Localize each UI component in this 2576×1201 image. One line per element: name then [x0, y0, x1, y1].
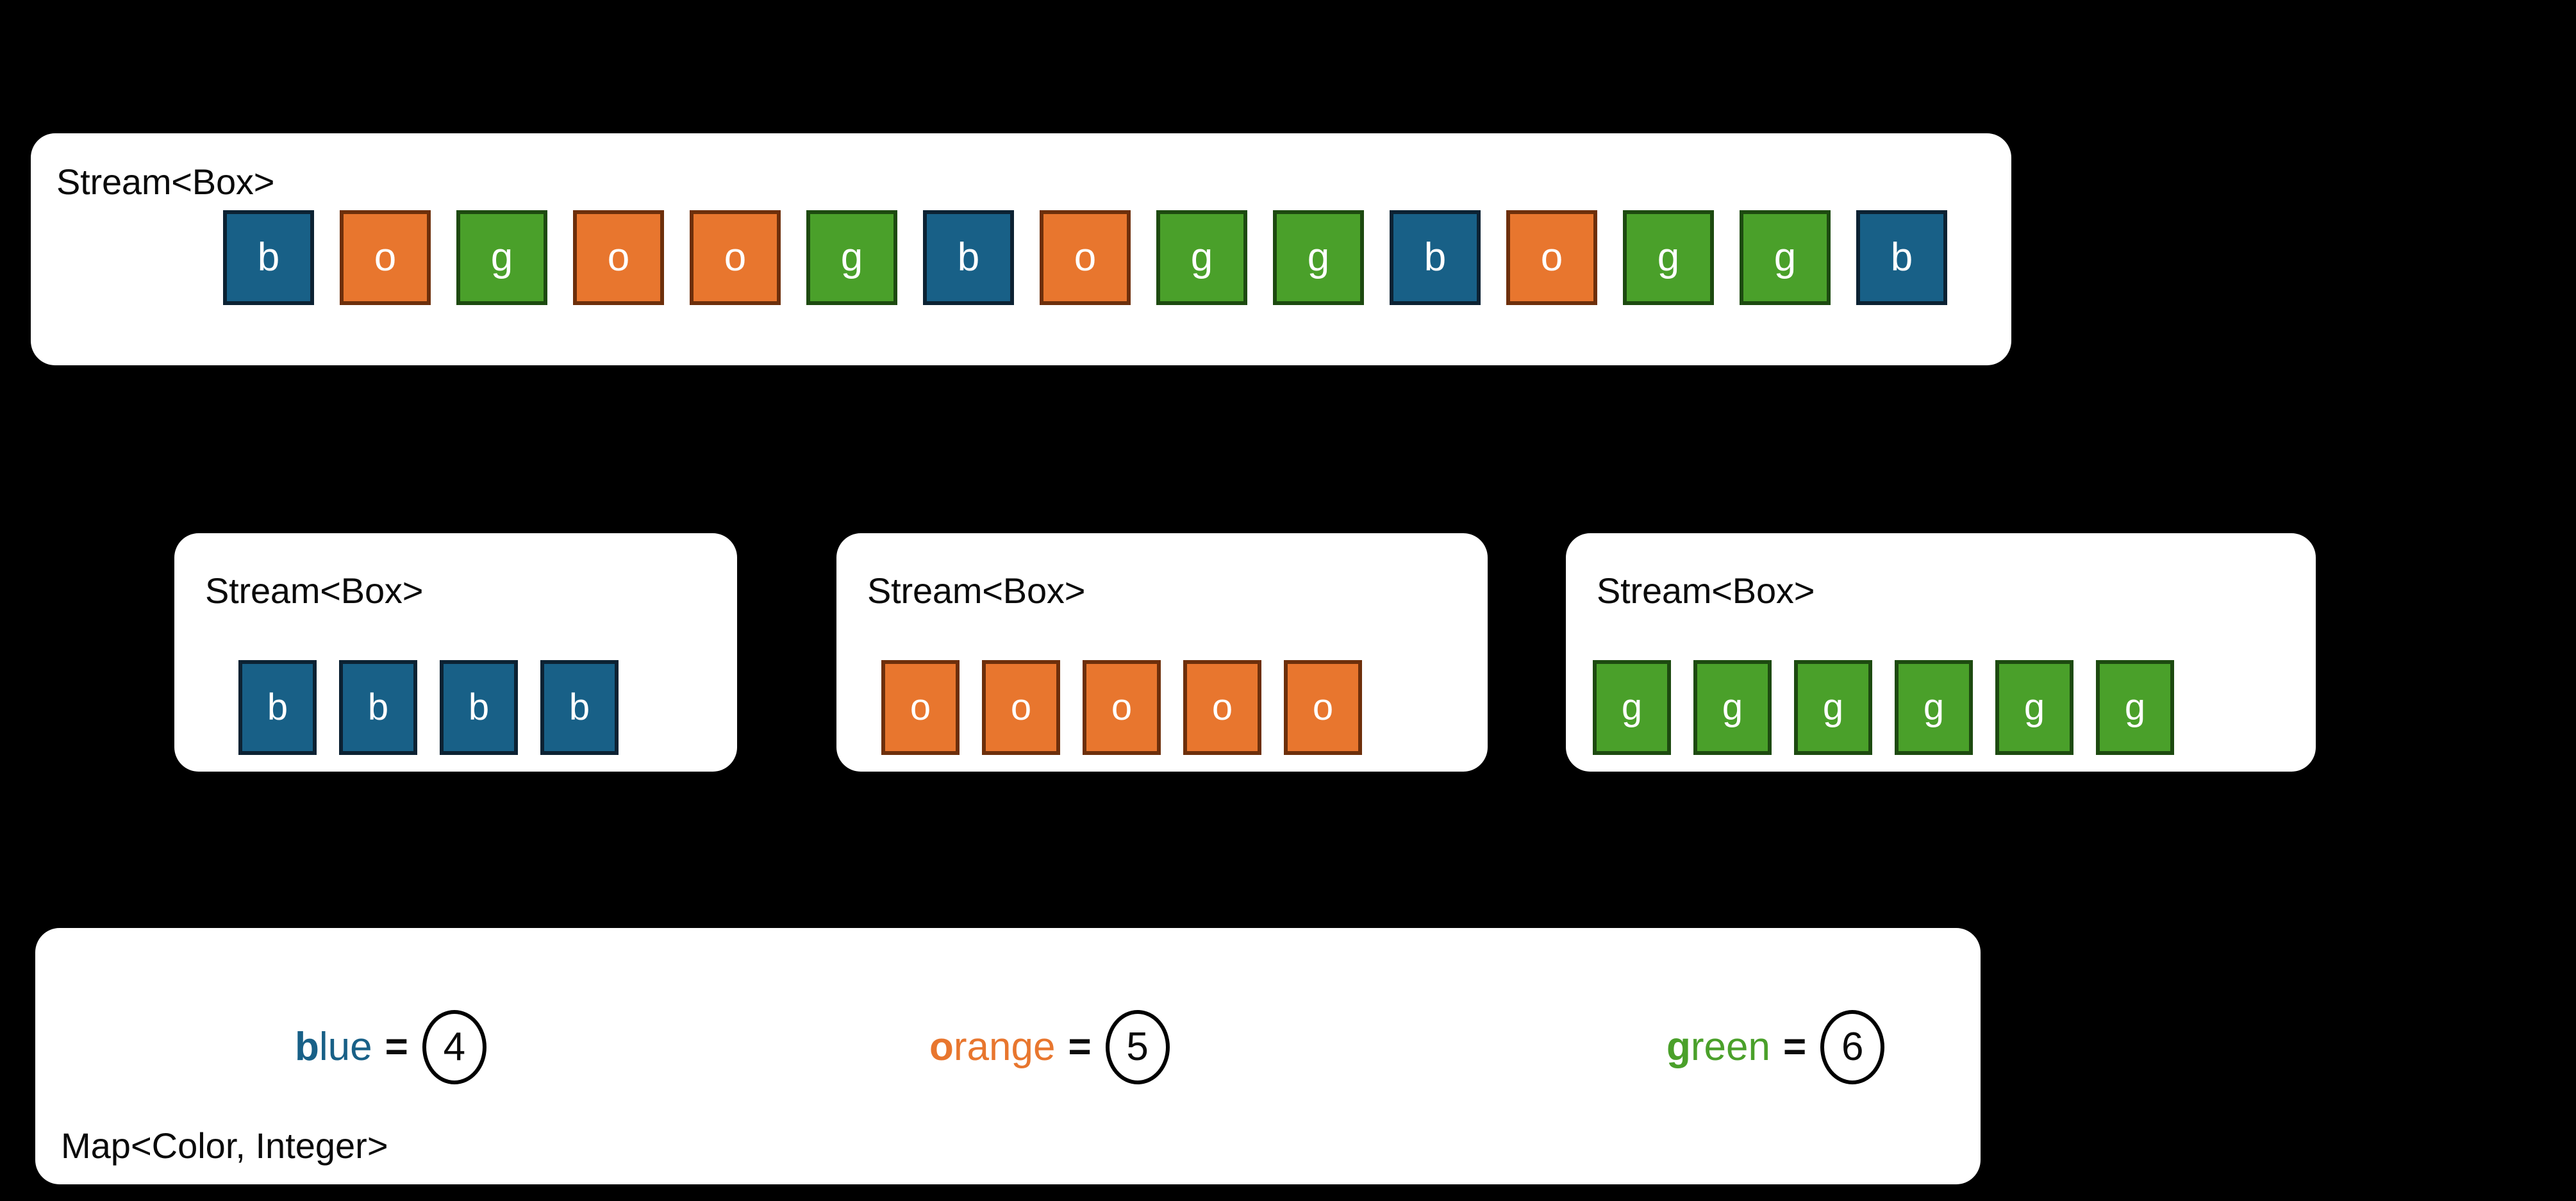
grouped-orange-box: o [982, 660, 1060, 755]
grouped-stream-title-orange: Stream<Box> [867, 570, 1086, 611]
source-stream-box: b [1390, 210, 1481, 305]
map-entry-value: 6 [1820, 1010, 1885, 1084]
source-stream-box: g [456, 210, 547, 305]
source-stream-box: g [806, 210, 897, 305]
grouped-blue-box: b [540, 660, 619, 755]
grouped-orange-box: o [881, 660, 960, 755]
map-entry-value: 4 [422, 1010, 486, 1084]
source-stream-box: o [340, 210, 431, 305]
grouped-green-box: g [1895, 660, 1973, 755]
source-stream-box: b [223, 210, 314, 305]
map-entry-blue: blue = 4 [295, 1010, 486, 1084]
grouped-orange-box: o [1083, 660, 1161, 755]
grouped-green-box: g [1593, 660, 1671, 755]
grouped-blue-box: b [339, 660, 417, 755]
grouped-green-box: g [1995, 660, 2073, 755]
grouped-stream-title-blue: Stream<Box> [205, 570, 424, 611]
source-stream-box: b [923, 210, 1014, 305]
source-stream-box: o [1040, 210, 1131, 305]
map-entry-list: blue = 4 orange = 5 green = 6 [35, 928, 1981, 1184]
source-stream-box: o [690, 210, 781, 305]
source-stream-box: g [1623, 210, 1714, 305]
map-entry-green: green = 6 [1666, 1010, 1885, 1084]
source-stream-box: b [1856, 210, 1947, 305]
source-stream-box: g [1273, 210, 1364, 305]
grouped-stream-title-green: Stream<Box> [1597, 570, 1815, 611]
source-stream-box: g [1156, 210, 1247, 305]
source-stream-box: o [573, 210, 664, 305]
map-entry-key: green [1666, 1025, 1770, 1069]
map-entry-key: orange [929, 1025, 1056, 1069]
grouped-green-box: g [1693, 660, 1772, 755]
grouped-green-box: g [1794, 660, 1872, 755]
grouped-blue-box: b [440, 660, 518, 755]
grouped-orange-box: o [1284, 660, 1362, 755]
equals-sign: = [1068, 1025, 1092, 1069]
map-entry-orange: orange = 5 [929, 1010, 1170, 1084]
map-type-label: Map<Color, Integer> [61, 1125, 388, 1166]
source-stream-box: g [1740, 210, 1831, 305]
grouped-blue-box: b [238, 660, 317, 755]
equals-sign: = [1782, 1025, 1807, 1069]
source-stream-box: o [1506, 210, 1597, 305]
source-stream-title: Stream<Box> [56, 162, 275, 202]
map-entry-key: blue [295, 1025, 372, 1069]
grouped-green-box: g [2096, 660, 2174, 755]
equals-sign: = [385, 1025, 408, 1069]
map-entry-value: 5 [1105, 1010, 1170, 1084]
grouped-orange-box: o [1183, 660, 1261, 755]
result-map-panel: blue = 4 orange = 5 green = 6 Map<Color, Integer… [35, 928, 1981, 1184]
